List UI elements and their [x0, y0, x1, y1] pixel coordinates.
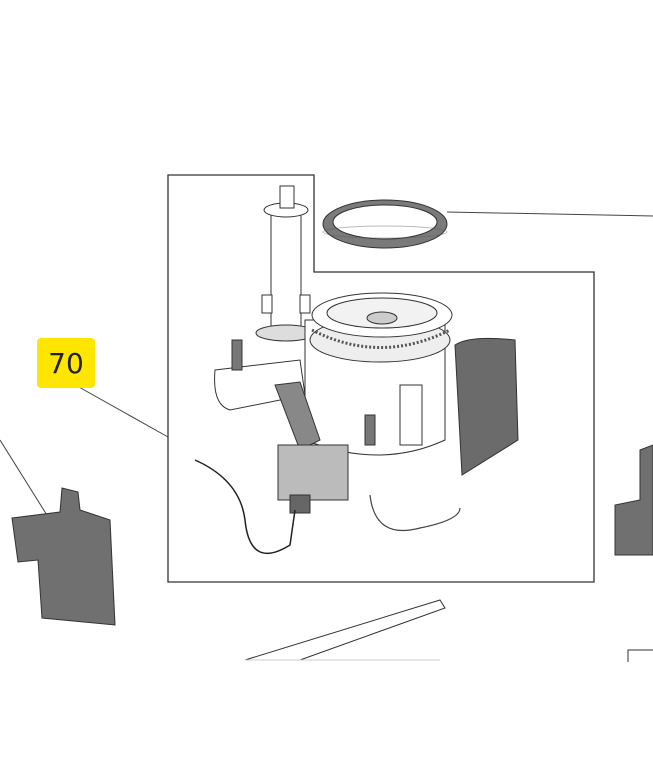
- motor-coil: [274, 381, 349, 514]
- wire-left: [194, 459, 296, 554]
- left-part-leader-line: [0, 439, 51, 521]
- outlet-hood: [454, 337, 519, 476]
- part-number-callout: 70: [37, 338, 95, 388]
- corner-bracket: [627, 649, 653, 662]
- wire-right: [369, 494, 461, 532]
- drive-shaft: [255, 185, 317, 342]
- assembly-frame: [167, 174, 595, 583]
- right-bracket-part: [614, 444, 653, 556]
- callout-leader-line: [69, 381, 169, 438]
- gasket-leader-line: [446, 211, 653, 217]
- pump-body: [304, 292, 453, 456]
- gasket-ring: [322, 199, 448, 249]
- left-bracket-part: [11, 487, 116, 626]
- bottom-strip-part: [244, 599, 446, 661]
